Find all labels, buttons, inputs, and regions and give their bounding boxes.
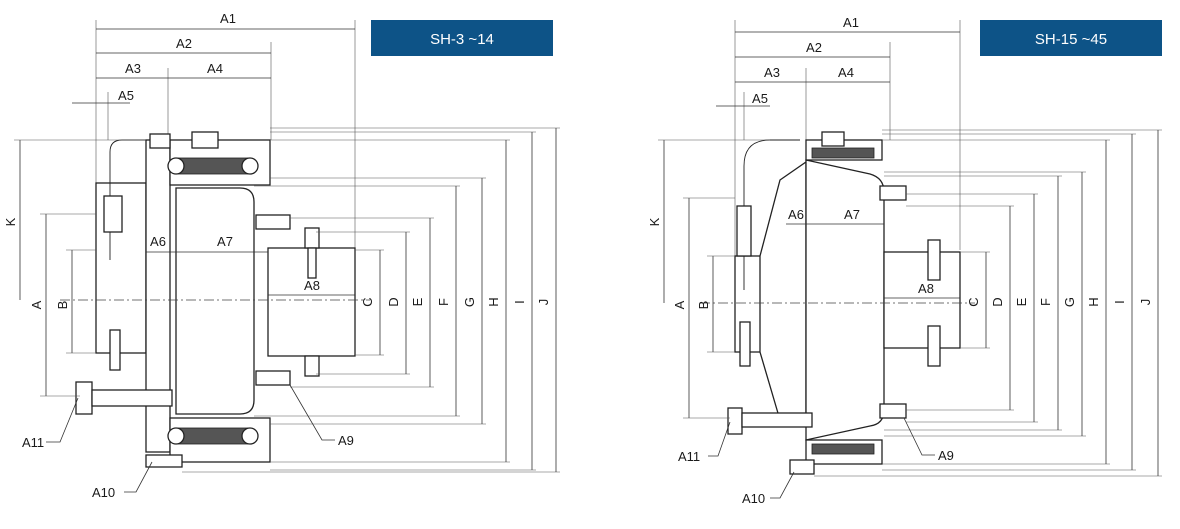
label-e: E xyxy=(1014,297,1029,306)
label-k: K xyxy=(3,217,18,226)
label-a8: A8 xyxy=(918,281,934,296)
label-c: C xyxy=(966,297,981,306)
callouts: A11 A10 A9 xyxy=(22,384,354,500)
badge-box xyxy=(980,20,1162,56)
label-g: G xyxy=(1062,297,1077,307)
callouts: A11 A10 A9 xyxy=(678,417,954,506)
label-i: I xyxy=(1112,300,1127,304)
label-a1: A1 xyxy=(843,15,859,30)
label-k: K xyxy=(647,217,662,226)
label-a: A xyxy=(29,300,44,309)
label-e: E xyxy=(410,297,425,306)
top-dimensions: A1 A2 A3 A4 A5 xyxy=(716,15,961,300)
label-a: A xyxy=(672,300,687,309)
top-dimensions: A1 A2 A3 A4 A5 xyxy=(72,11,356,300)
label-a6: A6 xyxy=(150,234,166,249)
badge-text: SH-15 ~45 xyxy=(1035,31,1107,48)
right-vertical-dimensions: C D E F G H I J xyxy=(814,129,1162,477)
label-d: D xyxy=(386,297,401,306)
label-a9: A9 xyxy=(338,433,354,448)
label-a2: A2 xyxy=(806,40,822,55)
label-b: B xyxy=(696,301,711,310)
label-a5: A5 xyxy=(118,88,134,103)
diagram-sh-15-45: SH-15 ~45 A1 A2 A3 A4 A5 xyxy=(647,15,1162,506)
badge-box xyxy=(371,20,553,56)
label-h: H xyxy=(1086,297,1101,306)
label-d: D xyxy=(990,297,1005,306)
label-a4: A4 xyxy=(207,61,223,76)
label-a4: A4 xyxy=(838,65,854,80)
label-a7: A7 xyxy=(844,207,860,222)
label-i: I xyxy=(512,300,527,304)
label-h: H xyxy=(486,297,501,306)
label-b: B xyxy=(55,301,70,310)
label-a8: A8 xyxy=(304,278,320,293)
label-a3: A3 xyxy=(125,61,141,76)
label-a11: A11 xyxy=(678,449,700,464)
inner-dimensions: A6 A7 A8 xyxy=(146,234,355,296)
label-a5: A5 xyxy=(752,91,768,106)
label-a6: A6 xyxy=(788,207,804,222)
label-a10: A10 xyxy=(92,485,115,500)
coupling-body xyxy=(727,131,961,475)
label-j: J xyxy=(536,299,551,306)
label-a10: A10 xyxy=(742,491,765,506)
label-a11: A11 xyxy=(22,435,44,450)
label-f: F xyxy=(436,298,451,306)
label-g: G xyxy=(462,297,477,307)
label-a7: A7 xyxy=(217,234,233,249)
left-vertical-dimensions: K A B xyxy=(647,139,770,419)
label-f: F xyxy=(1038,298,1053,306)
label-a2: A2 xyxy=(176,36,192,51)
label-a9: A9 xyxy=(938,448,954,463)
label-a3: A3 xyxy=(764,65,780,80)
badge-text: SH-3 ~14 xyxy=(430,31,494,48)
diagram-sh-3-14: SH-3 ~14 A1 A2 A3 A4 A5 xyxy=(3,11,560,500)
coupling-body xyxy=(75,131,356,468)
label-a1: A1 xyxy=(220,11,236,26)
label-c: C xyxy=(360,297,375,306)
label-j: J xyxy=(1138,299,1153,306)
left-vertical-dimensions: K A B xyxy=(3,139,146,397)
inner-dimensions: A6 A7 A8 xyxy=(786,207,960,299)
right-vertical-dimensions: C D E F G H I J xyxy=(182,127,560,473)
